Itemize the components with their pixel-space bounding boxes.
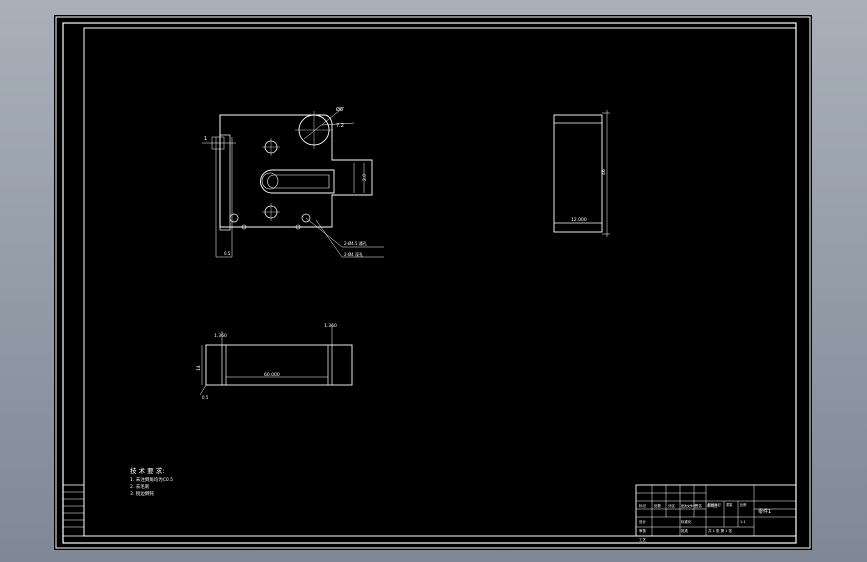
tb-label-process: 工艺 — [639, 537, 647, 542]
tb-label-mark: 标记 — [639, 503, 647, 508]
tb-label-stage: 阶段标记 — [708, 502, 722, 507]
tb-label-approve: 批准 — [681, 528, 689, 533]
tb-label-sign: 签名 — [695, 503, 702, 508]
left-margin-boxes — [62, 484, 85, 537]
tb-label-zone: 分区 — [668, 503, 676, 508]
tech-note-3: 3. 锐边倒钝 — [130, 490, 154, 497]
tb-sheet-count: 共 1 张 第 1 张 — [708, 528, 733, 533]
dim-slot-width: 2.0 — [362, 174, 368, 181]
dim-slot-label: 7.2 — [336, 123, 344, 129]
tb-label-design: 设计 — [639, 519, 647, 524]
title-block-name: 零件1 — [758, 508, 771, 515]
drawing-sheet: Ø6 7.2 1 0.5 2.0 2-Ø4.5 通孔 2-Ø4 深孔 12.00… — [54, 15, 812, 550]
tb-label-count: 处数 — [654, 503, 662, 508]
tb-label-standard: 标准化 — [681, 519, 692, 524]
dim-bottom-left: 0.5 — [224, 251, 231, 256]
bottom-view — [199, 325, 353, 396]
front-note-2: 2-Ø4 深孔 — [344, 251, 363, 257]
tech-note-2: 2. 去毛刺 — [130, 483, 150, 490]
drawing-canvas: Ø6 7.2 1 0.5 2.0 2-Ø4.5 通孔 2-Ø4 深孔 12.00… — [55, 16, 811, 549]
bottom-dim-left: 1.360 — [214, 333, 227, 339]
tb-label-change-doc: 更改文件号 — [681, 503, 696, 508]
tb-label-date: 年月日 — [707, 503, 718, 508]
outer-border — [55, 16, 811, 549]
front-note-1: 2-Ø4.5 通孔 — [344, 240, 367, 246]
tb-scale-value: 1:1 — [740, 520, 746, 524]
tech-note-1: 1. 未注倒角均为C0.5 — [130, 476, 173, 483]
title-block — [635, 484, 797, 537]
dim-hole-dia: Ø6 — [336, 106, 343, 113]
tech-notes-heading: 技 术 要 求: — [130, 466, 164, 475]
tb-label-scale: 比例 — [740, 502, 746, 507]
bottom-dim-right: 1.360 — [324, 323, 337, 329]
side-dim-height: 46 — [601, 169, 607, 175]
side-dim-width: 12.000 — [571, 217, 587, 223]
bottom-dim-length: 60.000 — [264, 372, 280, 378]
drawing-frame — [83, 27, 797, 537]
technical-notes: 技 术 要 求: 1. 未注倒角均为C0.5 2. 去毛刺 3. 锐边倒钝 — [130, 466, 173, 497]
tb-label-weight: 重量 — [726, 502, 733, 507]
dim-height-left: 1 — [204, 136, 207, 142]
front-view — [202, 106, 384, 258]
tb-label-review: 审核 — [639, 528, 647, 533]
inner-frame — [62, 22, 797, 544]
side-view — [553, 110, 610, 237]
bottom-dim-corner: 0.5 — [202, 395, 209, 400]
bottom-dim-height: 14 — [196, 365, 202, 371]
